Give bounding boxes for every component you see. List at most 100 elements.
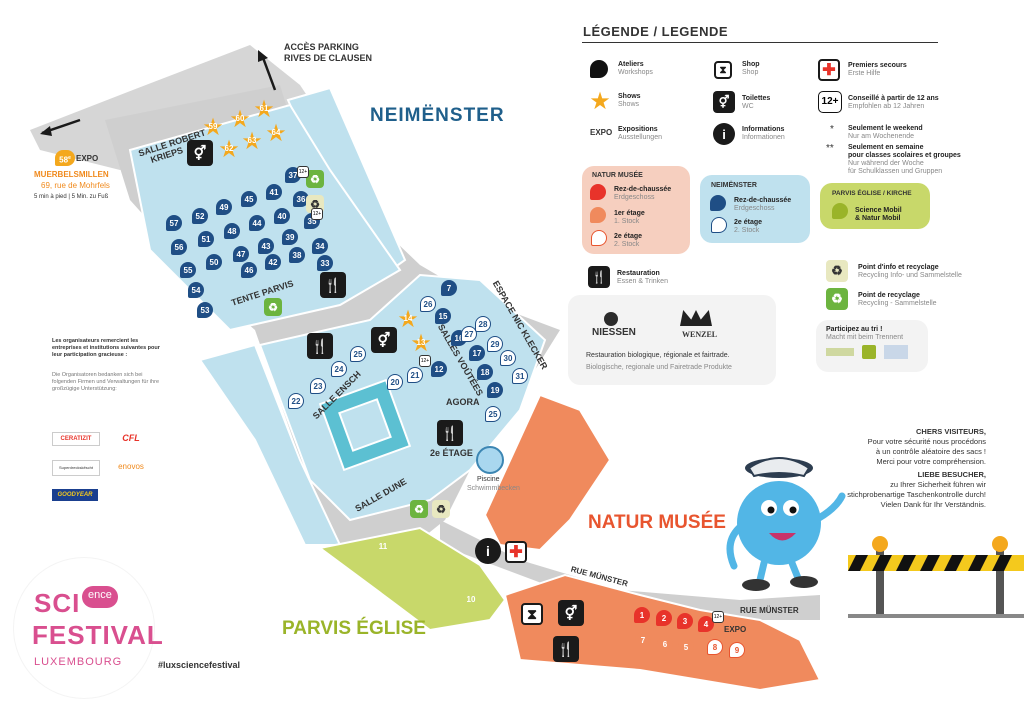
workshop-marker[interactable]: 7: [441, 280, 457, 296]
workshop-marker[interactable]: 40: [274, 208, 290, 224]
ceratizit-logo: CERATIZIT: [52, 432, 100, 446]
resto-bio: Restauration biologique, régionale et fa…: [586, 352, 730, 359]
workshop-marker[interactable]: 44: [249, 215, 265, 231]
workshop-marker[interactable]: 18: [477, 364, 493, 380]
workshop-marker[interactable]: 3: [677, 613, 693, 629]
workshop-marker[interactable]: 5: [678, 639, 694, 655]
workshop-marker[interactable]: 8: [707, 639, 723, 655]
workshop-marker[interactable]: 9: [729, 642, 745, 658]
workshop-marker[interactable]: 29: [487, 336, 503, 352]
workshop-marker[interactable]: 54: [188, 282, 204, 298]
show-marker[interactable]: ★61: [253, 96, 275, 123]
workshop-marker[interactable]: 48: [224, 223, 240, 239]
recycling-icon: ♻: [826, 288, 848, 310]
workshop-marker[interactable]: 52: [192, 208, 208, 224]
restaurant-icon[interactable]: 🍴: [307, 333, 333, 359]
show-marker[interactable]: ★14: [397, 306, 419, 333]
workshop-marker[interactable]: 7: [635, 632, 651, 648]
workshop-marker[interactable]: 45: [241, 191, 257, 207]
workshop-marker[interactable]: 50: [206, 254, 222, 270]
show-marker[interactable]: ★60: [229, 106, 251, 133]
restaurant-icon[interactable]: 🍴: [553, 636, 579, 662]
shop-icon[interactable]: ⧗: [521, 603, 543, 625]
show-marker[interactable]: ★59: [202, 114, 224, 141]
workshop-marker[interactable]: 55: [180, 262, 196, 278]
workshop-marker[interactable]: 41: [266, 184, 282, 200]
recycling-info-icon[interactable]: ♻: [432, 500, 450, 518]
workshop-marker[interactable]: 53: [197, 302, 213, 318]
show-marker[interactable]: ★13: [410, 330, 432, 357]
workshop-marker[interactable]: 30: [500, 350, 516, 366]
show-number: 59: [208, 122, 218, 131]
enovos-logo: enovos: [118, 462, 144, 471]
visitors-fr-1: Pour votre sécurité nous procédons: [867, 437, 986, 446]
workshop-marker[interactable]: 49: [216, 199, 232, 215]
info-icon[interactable]: i: [475, 538, 501, 564]
workshop-marker[interactable]: 10: [463, 591, 479, 607]
star-one-icon: *: [830, 124, 834, 135]
workshop-marker[interactable]: 22: [288, 393, 304, 409]
workshop-marker[interactable]: 21: [407, 367, 423, 383]
workshop-marker[interactable]: 26: [420, 296, 436, 312]
show-number: 14: [403, 314, 413, 323]
workshop-marker[interactable]: 19: [487, 382, 503, 398]
workshop-marker[interactable]: 46: [241, 262, 257, 278]
workshop-marker[interactable]: 56: [171, 239, 187, 255]
resto-bio-de: Biologische, regionale und Fairetrade Pr…: [586, 364, 732, 371]
show-marker[interactable]: ★62: [218, 136, 240, 163]
workshop-marker[interactable]: 47: [233, 246, 249, 262]
restaurant-icon[interactable]: 🍴: [437, 420, 463, 446]
workshop-marker[interactable]: 51: [198, 231, 214, 247]
recycling-icon[interactable]: ♻: [264, 298, 282, 316]
workshop-marker[interactable]: 23: [310, 378, 326, 394]
workshop-marker[interactable]: 34: [312, 238, 328, 254]
first-aid-icon[interactable]: ✚: [505, 541, 527, 563]
workshop-marker[interactable]: 15: [435, 308, 451, 324]
workshop-marker[interactable]: 43: [258, 238, 274, 254]
workshop-marker[interactable]: 20: [387, 374, 403, 390]
workshop-marker[interactable]: 33: [317, 255, 333, 271]
wc-icon[interactable]: ⚥: [558, 600, 584, 626]
shop-icon: ⧗: [714, 61, 732, 79]
workshop-marker[interactable]: 36: [293, 191, 309, 207]
wc-icon[interactable]: ⚥: [187, 140, 213, 166]
natur-ground-marker: [590, 184, 606, 200]
recycling-icon[interactable]: ♻: [410, 500, 428, 518]
workshop-marker[interactable]: 28: [475, 316, 491, 332]
workshop-marker[interactable]: 17: [469, 345, 485, 361]
workshop-marker[interactable]: 42: [265, 254, 281, 270]
recycling-icon[interactable]: ♻: [306, 170, 324, 188]
legend-participez: Participez au tri !Macht mit beim Trenne…: [826, 326, 904, 341]
workshop-marker[interactable]: 57: [166, 215, 182, 231]
muerbels-expo: EXPO: [76, 154, 99, 163]
workshop-marker[interactable]: 39: [282, 229, 298, 245]
parvis-marker: [832, 203, 848, 219]
restaurant-icon: 🍴: [588, 266, 610, 288]
piscine-de-label: Schwimmbecken: [467, 485, 520, 492]
mascot-illustration: [726, 457, 846, 591]
star-two-icon: **: [826, 143, 834, 154]
workshop-marker[interactable]: 31: [512, 368, 528, 384]
restaurant-icon[interactable]: 🍴: [320, 272, 346, 298]
workshop-marker[interactable]: 2: [656, 610, 672, 626]
show-marker[interactable]: ★63: [241, 128, 263, 155]
workshop-marker[interactable]: 38: [289, 247, 305, 263]
workshop-marker[interactable]: 4: [698, 616, 714, 632]
workshop-marker[interactable]: 24: [331, 361, 347, 377]
workshop-marker[interactable]: 27: [461, 326, 477, 342]
workshop-marker[interactable]: 25: [350, 346, 366, 362]
workshop-marker[interactable]: 25: [485, 406, 501, 422]
workshop-marker[interactable]: 6: [657, 636, 673, 652]
visitors-de-1: zu Ihrer Sicherheit führen wir: [890, 480, 986, 489]
sdk-logo-2: [862, 345, 876, 359]
workshop-marker[interactable]: 1: [634, 607, 650, 623]
natur-second-marker: [591, 230, 607, 246]
muerbels-badge: 58e: [55, 150, 75, 166]
workshop-marker[interactable]: 12: [431, 361, 447, 377]
workshop-marker[interactable]: 11: [375, 538, 391, 554]
show-marker[interactable]: ★64: [265, 120, 287, 147]
wc-icon[interactable]: ⚥: [371, 327, 397, 353]
